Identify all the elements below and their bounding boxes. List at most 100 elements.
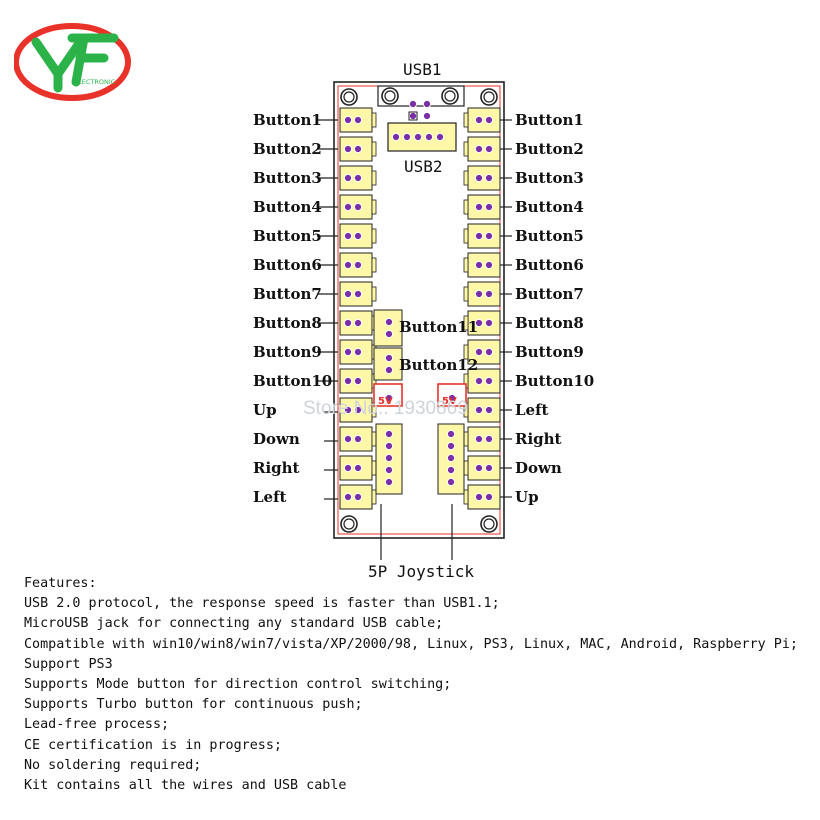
right-pin-label: Button8 — [515, 314, 584, 332]
pcb-pad — [343, 115, 353, 125]
features-list: Features: USB 2.0 protocol, the response… — [24, 574, 820, 796]
button11-label: Button11 — [399, 318, 479, 336]
feature-item: Lead-free process; — [24, 717, 170, 733]
left-socket-tab — [371, 228, 377, 244]
pcb-pad — [446, 453, 456, 463]
pcb-pad — [484, 463, 494, 473]
pcb-pad — [353, 405, 363, 415]
pcb-pad — [343, 173, 353, 183]
pcb-pad — [384, 429, 394, 439]
brand-logo: ELECTRONIC — [14, 23, 131, 101]
left-pin-label: Button8 — [253, 314, 322, 332]
pcb-pad — [343, 405, 353, 415]
pcb-pad — [408, 99, 418, 109]
right-button-socket — [467, 455, 501, 481]
right-socket-tab — [463, 344, 469, 360]
pcb-pad — [343, 463, 353, 473]
right-pin-label: Button2 — [515, 140, 584, 158]
right-socket-tab — [463, 257, 469, 273]
pcb-pad — [384, 477, 394, 487]
pcb-pad — [484, 434, 494, 444]
pcb-pad — [484, 231, 494, 241]
button12-socket — [373, 347, 403, 381]
pcb-pad — [384, 441, 394, 451]
joystick-label: 5P Joystick — [368, 562, 474, 581]
pcb-pad — [474, 434, 484, 444]
right-button-socket — [467, 368, 501, 394]
button12-label: Button12 — [399, 356, 479, 374]
right-pin-label: Button7 — [515, 285, 584, 303]
v5-text-right: 5V — [442, 396, 457, 407]
right-pin-label: Down — [515, 459, 562, 477]
usb1-connector — [377, 85, 465, 107]
pcb-pad — [484, 144, 494, 154]
pcb-pad — [408, 111, 418, 121]
pcb-pad — [343, 289, 353, 299]
pcb-pad — [343, 347, 353, 357]
pcb-pad — [384, 453, 394, 463]
pcb-pad — [343, 318, 353, 328]
right-socket-tab — [463, 489, 469, 505]
right-pin-label: Button3 — [515, 169, 584, 187]
pcb-pad — [474, 289, 484, 299]
pcb-pad — [474, 202, 484, 212]
right-pin-label: Left — [515, 401, 549, 419]
pcb-pad — [484, 318, 494, 328]
pcb-pad — [384, 329, 394, 339]
right-button-socket — [467, 281, 501, 307]
feature-item: Supports Turbo button for continuous pus… — [24, 697, 363, 713]
mount-hole — [483, 91, 495, 103]
usb1-pad-square — [408, 111, 418, 121]
left-pin-label: Button10 — [253, 372, 333, 390]
pcb-pad — [447, 393, 457, 403]
pcb-pad — [343, 231, 353, 241]
pcb-pad — [353, 347, 363, 357]
left-pin-label: Button9 — [253, 343, 322, 361]
left-socket-tab — [371, 112, 377, 128]
right-socket-tab — [463, 315, 469, 331]
pcb-pad — [402, 132, 412, 142]
right-pin-label: Button5 — [515, 227, 584, 245]
pcb-pad — [435, 132, 445, 142]
pcb-pad — [353, 434, 363, 444]
pcb-pad — [353, 376, 363, 386]
pcb-pad — [474, 260, 484, 270]
mount-hole — [444, 90, 456, 102]
button11-socket — [373, 309, 403, 347]
pcb-pad — [384, 465, 394, 475]
pcb-pad — [353, 202, 363, 212]
pcb-pad — [353, 115, 363, 125]
right-socket-tab — [463, 286, 469, 302]
feature-item: CE certification is in progress; — [24, 737, 282, 753]
left-pin-label: Button4 — [253, 198, 322, 216]
left-pin-label: Button5 — [253, 227, 322, 245]
mount-hole — [343, 518, 355, 530]
right-socket-tab — [463, 199, 469, 215]
mount-hole — [483, 518, 495, 530]
left-socket-tab — [371, 431, 377, 447]
right-socket-tab — [463, 228, 469, 244]
left-pin-label: Down — [253, 430, 300, 448]
pcb-pad — [384, 393, 394, 403]
pcb-pad — [484, 115, 494, 125]
pcb-pad — [353, 463, 363, 473]
right-button-socket — [467, 165, 501, 191]
right-pin-label: Button4 — [515, 198, 584, 216]
right-pin-label: Button1 — [515, 111, 584, 129]
right-button-socket — [467, 194, 501, 220]
pcb-pad — [446, 465, 456, 475]
left-pin-label: Button2 — [253, 140, 322, 158]
feature-item: MicroUSB jack for connecting any standar… — [24, 616, 444, 632]
right-socket-tab — [463, 431, 469, 447]
pcb-pad — [343, 260, 353, 270]
pcb-pad — [446, 441, 456, 451]
pcb-pad — [353, 318, 363, 328]
pcb-pad — [384, 365, 394, 375]
pcb-pad — [343, 492, 353, 502]
pcb-pad — [446, 477, 456, 487]
feature-item: USB 2.0 protocol, the response speed is … — [24, 596, 500, 612]
mount-hole — [384, 90, 396, 102]
features-heading: Features: — [24, 576, 97, 591]
pcb-pad — [353, 144, 363, 154]
